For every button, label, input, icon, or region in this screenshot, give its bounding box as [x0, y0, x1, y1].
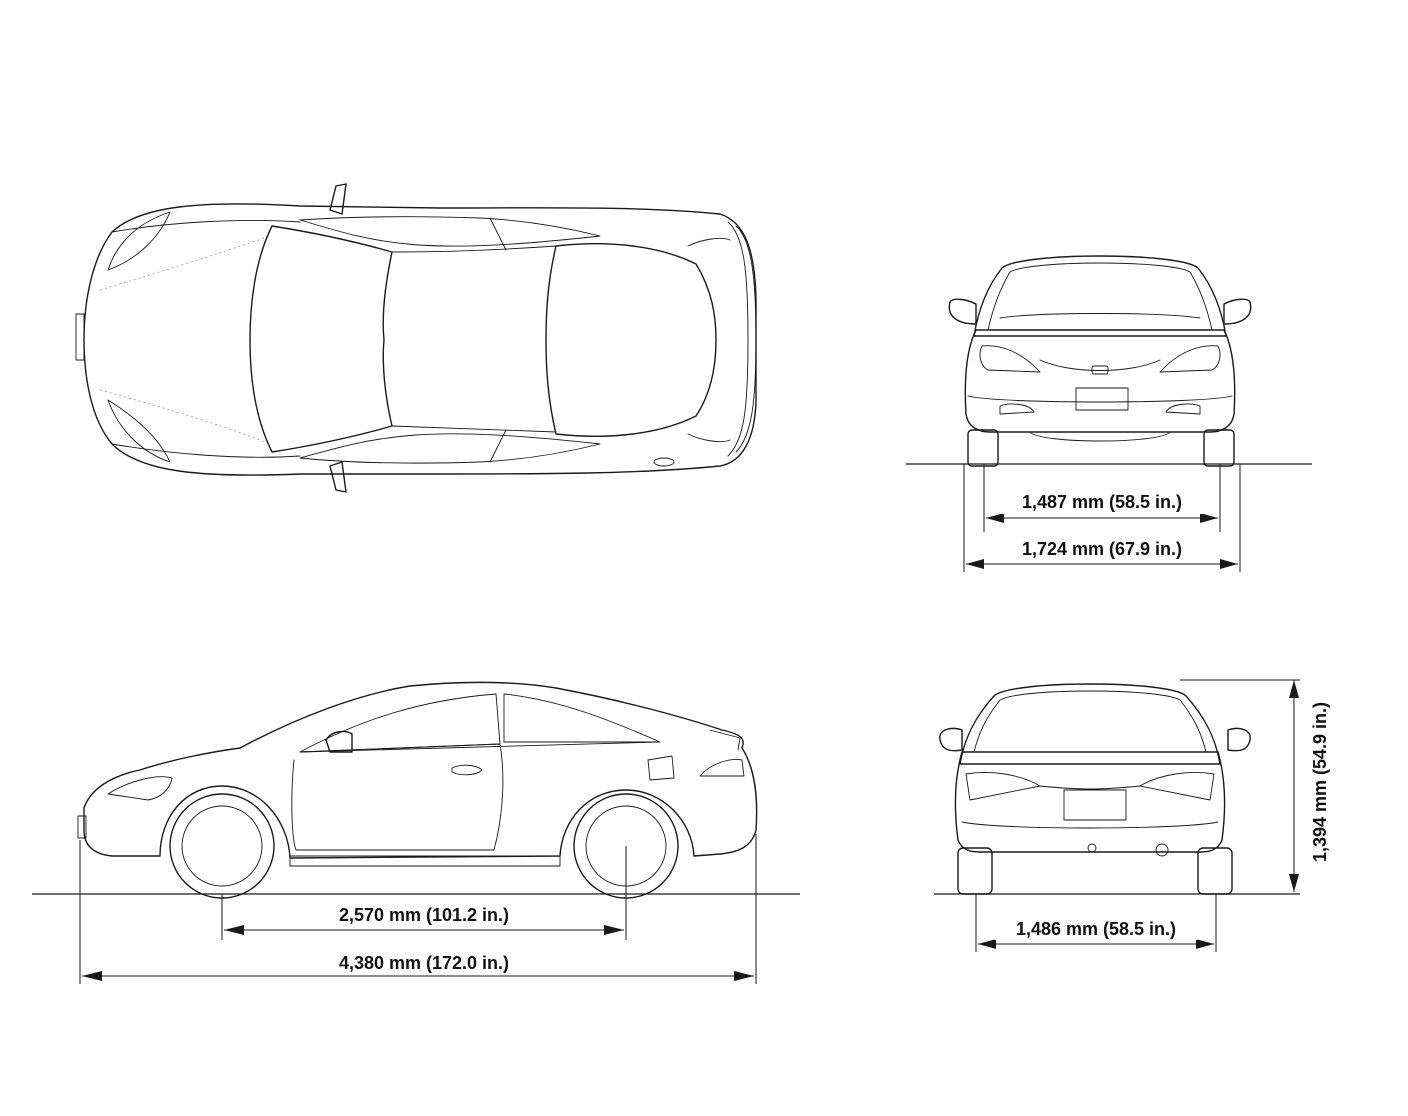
top-view — [75, 183, 757, 493]
overall-height-dimension: 1,394 mm (54.9 in.) — [1180, 679, 1330, 892]
side-view — [77, 681, 758, 899]
overall-height-label: 1,394 mm (54.9 in.) — [1310, 702, 1330, 862]
overall-width-label: 1,724 mm (67.9 in.) — [1022, 539, 1182, 559]
front-track-label: 1,487 mm (58.5 in.) — [1022, 492, 1182, 512]
overall-length-dimension: 4,380 mm (172.0 in.) — [79, 834, 757, 984]
front-track-dimension: 1,487 mm (58.5 in.) — [983, 464, 1221, 532]
overall-width-dimension: 1,724 mm (67.9 in.) — [963, 464, 1241, 572]
rear-track-dimension: 1,486 mm (58.5 in.) — [975, 894, 1217, 952]
wheelbase-label: 2,570 mm (101.2 in.) — [339, 905, 509, 925]
overall-length-label: 4,380 mm (172.0 in.) — [339, 953, 509, 973]
rear-track-label: 1,486 mm (58.5 in.) — [1016, 919, 1176, 939]
front-view — [948, 255, 1252, 467]
wheelbase-dimension: 2,570 mm (101.2 in.) — [221, 846, 627, 940]
rear-view — [939, 683, 1251, 895]
